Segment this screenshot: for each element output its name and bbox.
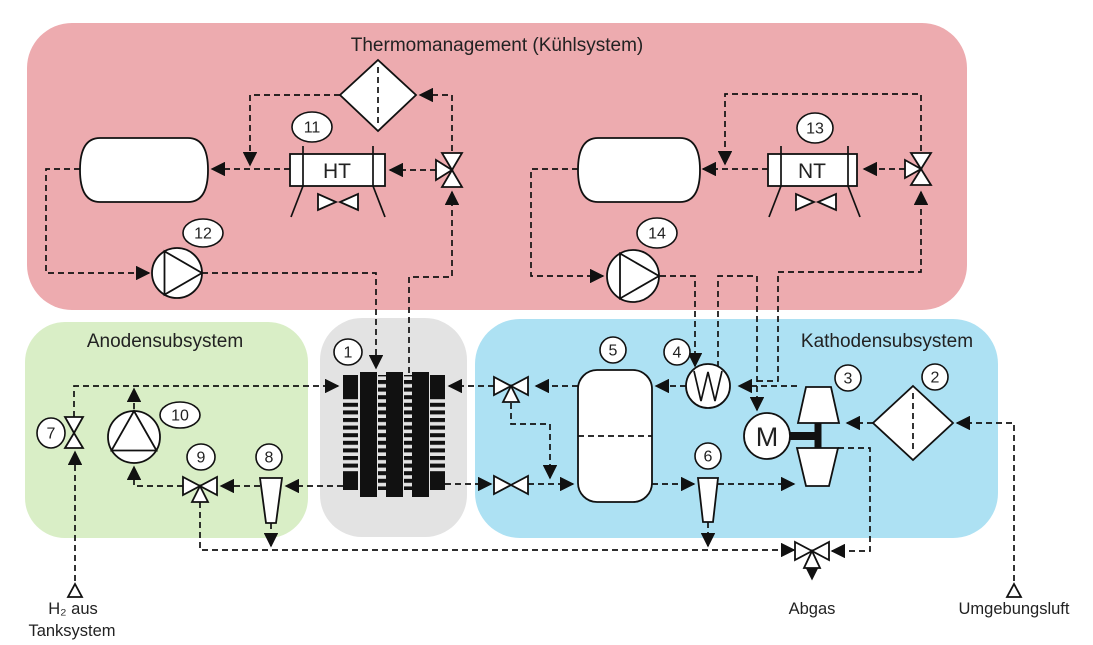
h2-source-label-line2: Tanksystem: [28, 622, 115, 640]
pipe-cathode-bypass: [510, 403, 558, 480]
fuel-cell-stack: [343, 372, 445, 497]
svg-text:8: 8: [265, 450, 274, 467]
ht-coolant-tank: [79, 137, 209, 203]
ht-fan-icon: [337, 192, 359, 212]
svg-text:11: 11: [304, 120, 321, 137]
motor-label: M: [756, 422, 779, 452]
air-filter-2: [871, 384, 955, 462]
tag-10: [159, 401, 201, 429]
tag-13: [796, 112, 834, 144]
svg-text:7: 7: [47, 426, 56, 443]
tag-9: [186, 443, 216, 471]
pipe-nt-valve-bypass: [717, 93, 922, 166]
pipe-valve9-to-pump10: [126, 465, 183, 487]
exhaust-label: Abgas: [789, 600, 836, 618]
tag-11: [291, 111, 333, 143]
coolant-filter-diamond: [338, 58, 418, 133]
ht-three-way-valve: [435, 152, 464, 188]
coolant-pump-12: [151, 247, 204, 299]
h2-source-label-line1: H₂ aus: [48, 600, 98, 618]
ht-fan-icon: [317, 192, 339, 212]
cathode-region-title: Kathodensubsystem: [801, 331, 973, 352]
turbo-shaft: [814, 421, 822, 449]
purge-valve-9: [182, 475, 218, 503]
recirculation-pump-10: [107, 409, 161, 464]
pipe-pump14-to-hx4: [660, 275, 703, 368]
svg-text:10: 10: [171, 408, 189, 425]
nt-radiator-label: NT: [798, 160, 826, 183]
piping-network: [45, 87, 1015, 581]
pipe-anode-supply-to-stack: [73, 378, 340, 417]
pipe-ambient-air-to-filter: [955, 415, 1015, 581]
thermo-region-title: Thermomanagement (Kühlsystem): [351, 35, 644, 56]
svg-text:1: 1: [344, 345, 353, 362]
tag-2: [921, 363, 949, 391]
pipe-ht-tank-to-pump12: [45, 168, 151, 281]
cathode-inlet-three-way-valve: [493, 375, 529, 403]
svg-text:14: 14: [648, 226, 666, 243]
pipe-motor-to-nt-valve: [757, 190, 929, 382]
tag-14: [636, 217, 678, 249]
nt-fan-icon: [815, 192, 837, 212]
tag-7: [36, 417, 66, 449]
nt-coolant-tank: [577, 137, 701, 203]
coolant-pump-14: [606, 249, 661, 303]
nt-radiator: NT: [767, 146, 861, 218]
h2-source-icon: [66, 582, 84, 598]
compressor-turbine-unit-3: M: [743, 386, 841, 487]
intercooler-hx-4: [685, 363, 731, 409]
humidifier-5: [577, 369, 653, 503]
exhaust-three-way-valve: [794, 540, 830, 569]
svg-text:5: 5: [609, 343, 618, 360]
water-separator-6: [696, 477, 720, 523]
component-tags: 1 2 3 4 5 6 7 8 9 10 11 12 13 14: [36, 111, 949, 471]
tag-1: [333, 338, 363, 366]
ht-radiator-label: HT: [323, 160, 351, 183]
anode-region-title: Anodensubsystem: [87, 331, 243, 352]
svg-text:13: 13: [806, 121, 824, 138]
pipe-ht-valve-to-filter-diamond: [418, 87, 453, 151]
nt-three-way-valve: [904, 152, 933, 186]
water-separator-8: [258, 477, 284, 524]
compressor: [796, 386, 841, 424]
pipe-purge-line: [199, 502, 796, 558]
svg-text:9: 9: [197, 450, 206, 467]
motor: [743, 412, 791, 460]
ambient-air-label: Umgebungsluft: [959, 600, 1070, 618]
pipe-turbine-to-exhaust-valve: [830, 447, 871, 559]
turbine: [795, 447, 840, 487]
region-anode-subsystem: [25, 322, 308, 538]
pipe-nt-tank-to-pump14: [530, 168, 605, 284]
tag-5: [599, 336, 627, 364]
svg-text:12: 12: [194, 226, 212, 243]
motor-shaft: [789, 432, 816, 440]
pipe-filter-diamond-return: [242, 94, 340, 167]
h2-shutoff-valve-7: [63, 416, 85, 449]
nt-fan-icon: [795, 192, 817, 212]
svg-text:2: 2: [931, 370, 940, 387]
pipe-pump12-to-stack-coolant-in: [202, 272, 384, 370]
tag-4: [663, 338, 691, 366]
pipe-stack-coolant-out-to-ht-valve: [408, 190, 460, 373]
pipe-hx4-to-motor-cooling: [717, 275, 765, 412]
tag-6: [694, 442, 722, 470]
tag-12: [182, 218, 224, 248]
ht-radiator: HT: [289, 146, 386, 218]
ambient-air-source-icon: [1005, 582, 1023, 598]
tag-3: [834, 364, 862, 392]
cathode-outlet-valve: [493, 474, 529, 496]
svg-text:4: 4: [673, 345, 682, 362]
svg-text:6: 6: [704, 449, 713, 466]
tag-8: [255, 443, 283, 471]
svg-text:3: 3: [844, 371, 853, 388]
